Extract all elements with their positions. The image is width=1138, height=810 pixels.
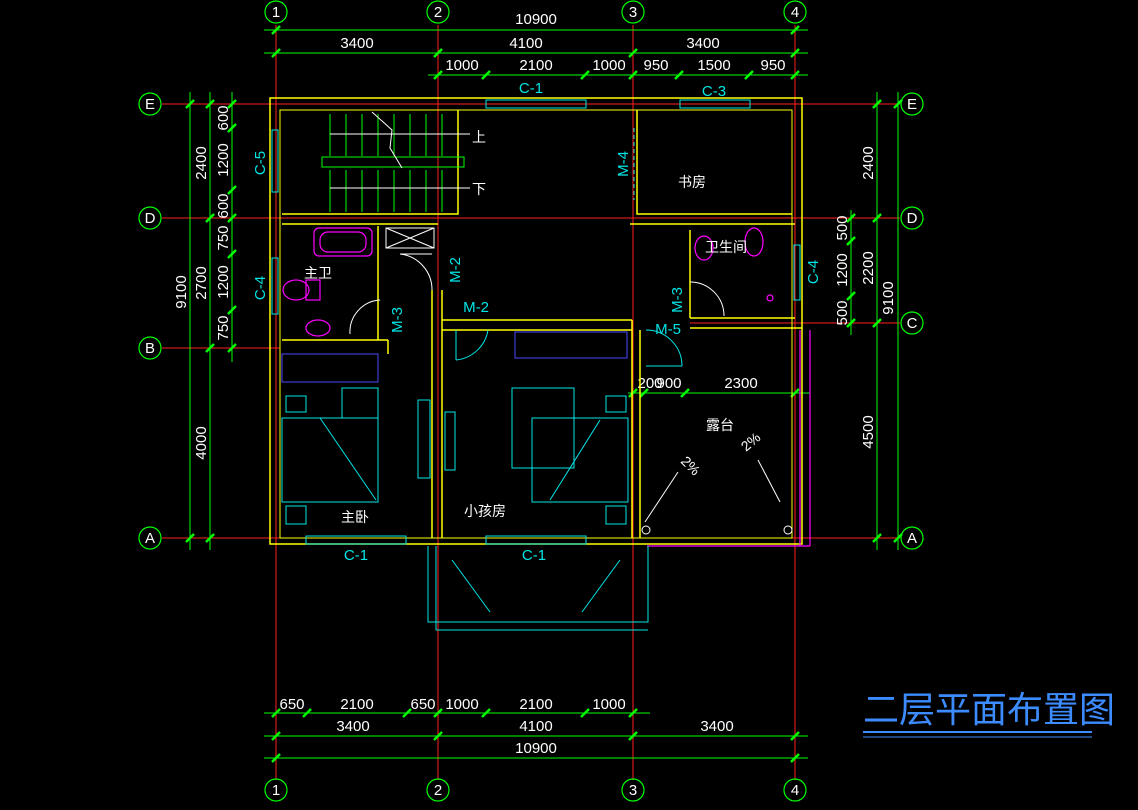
windows (271, 99, 801, 545)
axis-bubbles (138, 0, 924, 802)
axis-label-col-1: 1 (272, 4, 280, 21)
doors (349, 128, 725, 367)
room-label-master-bath: 主卫 (304, 265, 332, 281)
dim-left-detail-5: 1200 (215, 265, 232, 298)
dim-left-detail-1: 600 (215, 105, 232, 130)
slope-label-1: 2% (678, 453, 704, 479)
dim-balcony-1: 200 (637, 375, 662, 392)
dim-right-detail-1: 500 (834, 215, 851, 240)
window-label-c1-bottom-mid: C-1 (522, 547, 546, 564)
drawing-title: 二层平面布置图 (863, 689, 1115, 730)
axis-label-col-1-bottom: 1 (272, 782, 280, 799)
dim-bottom-detail-6: 1000 (592, 696, 625, 713)
axis-label-col-2-bottom: 2 (434, 782, 442, 799)
axis-label-row-e-right: E (907, 96, 917, 113)
axis-label-row-a: A (145, 530, 155, 547)
dim-left-detail-3: 600 (215, 193, 232, 218)
dim-bottom-detail-1: 650 (279, 696, 304, 713)
dim-left-span-2: 2700 (193, 266, 210, 299)
door-label-m2: M-2 (463, 299, 489, 316)
dim-top-span-3: 3400 (686, 35, 719, 52)
window-label-c3: C-3 (702, 83, 726, 100)
dim-top-total: 10900 (515, 11, 557, 28)
door-label-m5: M-5 (655, 321, 681, 338)
dim-left-span-3: 4000 (193, 426, 210, 459)
dim-balcony-3: 2300 (724, 375, 757, 392)
door-label-m3-right: M-3 (669, 287, 686, 313)
dim-right-detail-2: 1200 (834, 253, 851, 286)
axis-label-row-a-right: A (907, 530, 917, 547)
dim-right-span-3: 4500 (860, 415, 877, 448)
dimension-ticks (185, 25, 903, 763)
slope-label-2: 2% (738, 429, 764, 454)
dim-top-span-2: 4100 (509, 35, 542, 52)
door-label-m3-left: M-3 (389, 307, 406, 333)
dim-bottom-detail-3: 650 (410, 696, 435, 713)
dim-right-span-2: 2200 (860, 251, 877, 284)
window-label-c1-bottom-left: C-1 (344, 547, 368, 564)
sanitary-fixtures (282, 227, 811, 547)
axis-label-col-4-bottom: 4 (791, 782, 799, 799)
axis-label-col-4: 4 (791, 4, 799, 21)
room-label-master-bedroom: 主卧 (341, 509, 369, 525)
dim-left-detail-6: 750 (215, 315, 232, 340)
dim-balcony-2: 900 (656, 375, 681, 392)
stair-down-label: 下 (472, 181, 486, 197)
dim-bottom-span-1: 3400 (336, 718, 369, 735)
window-label-c4-right: C-4 (805, 260, 822, 284)
dim-bottom-total: 10900 (515, 740, 557, 757)
dim-top-detail-2: 2100 (519, 57, 552, 74)
dim-top-detail-5: 1500 (697, 57, 730, 74)
dim-top-detail-4: 950 (643, 57, 668, 74)
dim-right-span-1: 2400 (860, 146, 877, 179)
axis-label-col-3: 3 (629, 4, 637, 21)
window-label-c1-top: C-1 (519, 80, 543, 97)
axis-label-col-2: 2 (434, 4, 442, 21)
room-label-bath: 卫生间 (705, 239, 747, 255)
axis-label-row-d-right: D (907, 210, 918, 227)
dim-bottom-span-3: 3400 (700, 718, 733, 735)
axis-label-row-c-right: C (907, 315, 918, 332)
room-label-terrace: 露台 (706, 417, 734, 433)
door-label-m2-vertical: M-2 (447, 257, 464, 283)
dim-left-detail-4: 750 (215, 225, 232, 250)
room-label-study: 书房 (678, 174, 706, 190)
shower-area (385, 227, 435, 249)
stair-up-label: 上 (472, 129, 486, 145)
axis-label-col-3-bottom: 3 (629, 782, 637, 799)
dim-right-detail-3: 500 (834, 300, 851, 325)
axis-label-row-e: E (145, 96, 155, 113)
window-label-c4-left: C-4 (252, 276, 269, 300)
dim-left-detail-2: 1200 (215, 143, 232, 176)
dim-bottom-detail-2: 2100 (340, 696, 373, 713)
grid-lines (162, 25, 900, 780)
dim-bottom-detail-4: 1000 (445, 696, 478, 713)
walls (269, 97, 803, 545)
dim-top-detail-1: 1000 (445, 57, 478, 74)
dim-bottom-detail-5: 2100 (519, 696, 552, 713)
dim-left-total: 9100 (173, 275, 190, 308)
axis-label-row-d: D (145, 210, 156, 227)
door-label-m4: M-4 (615, 151, 632, 177)
axis-label-row-b: B (145, 340, 155, 357)
window-label-c5: C-5 (252, 151, 269, 175)
dim-bottom-span-2: 4100 (519, 718, 552, 735)
dim-top-detail-3: 1000 (592, 57, 625, 74)
dim-top-detail-6: 950 (760, 57, 785, 74)
dim-left-span-1: 2400 (193, 146, 210, 179)
room-label-kids-room: 小孩房 (464, 503, 506, 519)
furniture (281, 331, 793, 631)
stair (321, 111, 470, 212)
dim-top-span-1: 3400 (340, 35, 373, 52)
dim-right-total: 9100 (880, 281, 897, 314)
